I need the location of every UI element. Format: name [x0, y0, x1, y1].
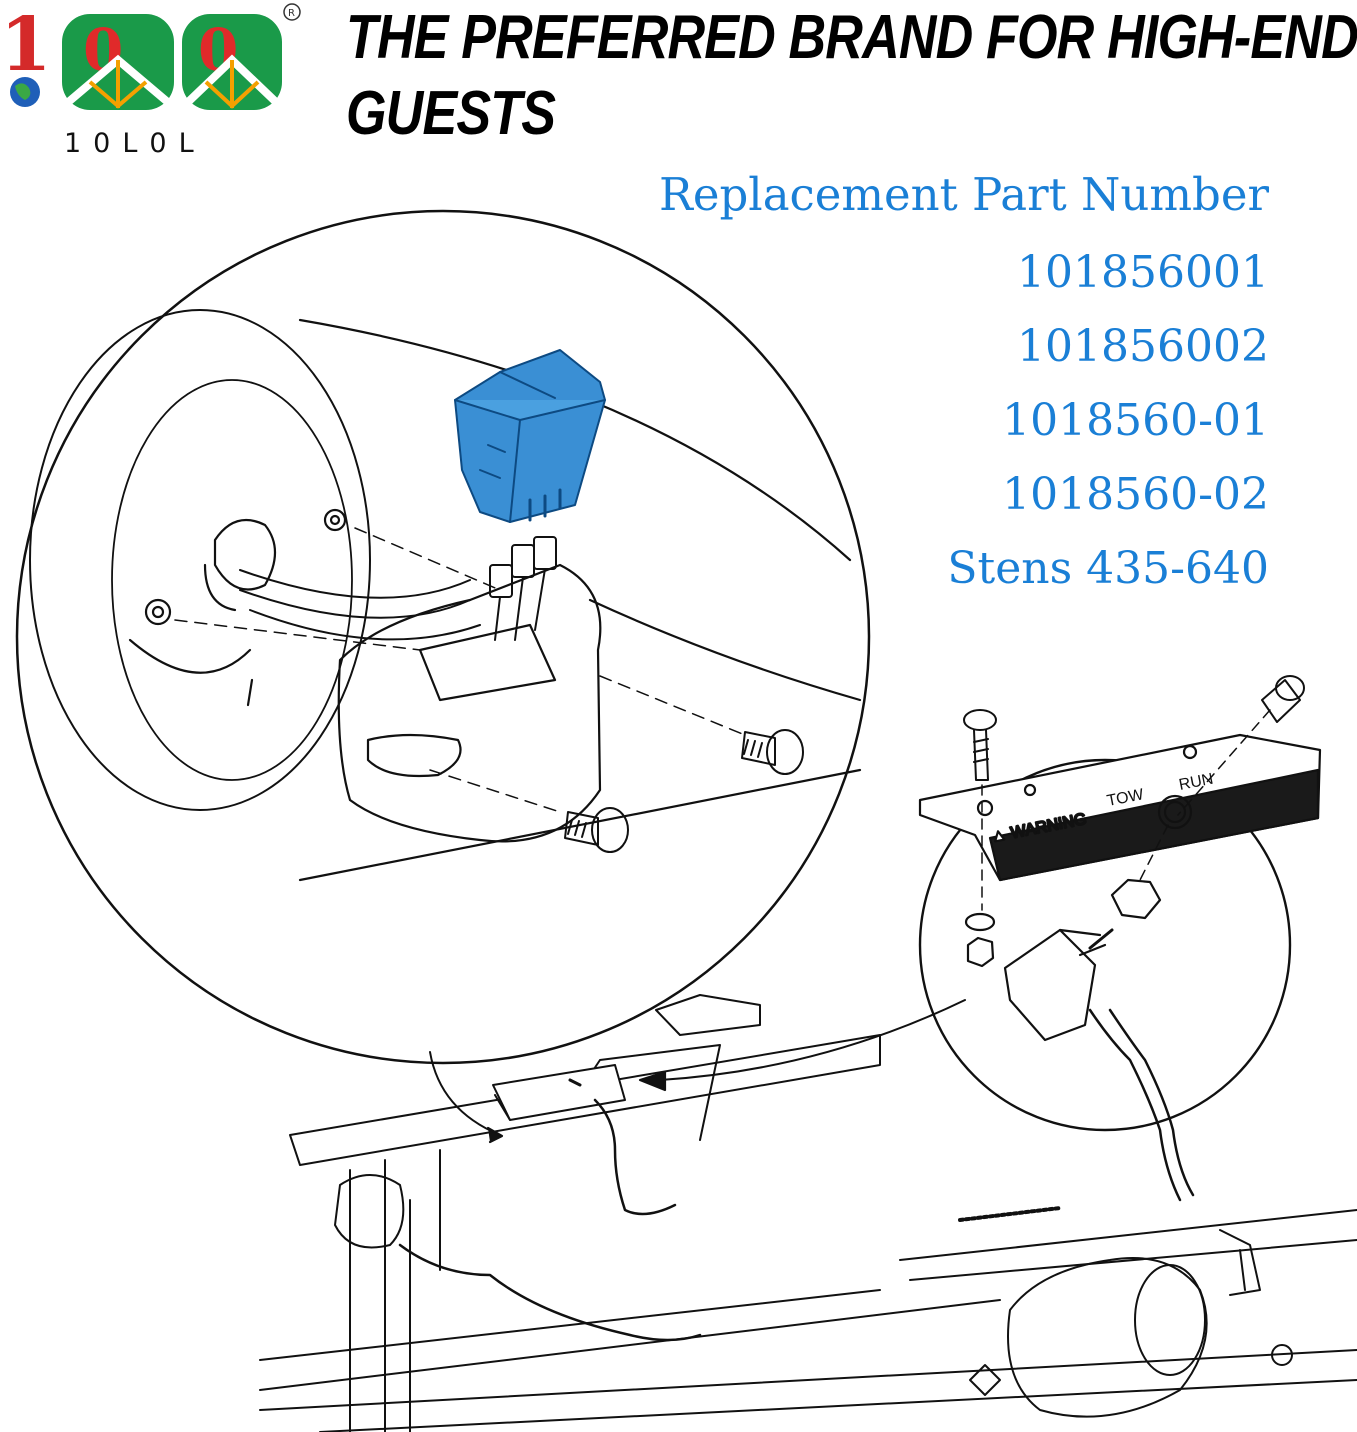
- logo-tile-2: 0: [182, 14, 282, 110]
- headline: THE PREFERRED BRAND FOR HIGH-END GUESTS: [346, 0, 1357, 152]
- part-number-4: 1018560-02: [1002, 469, 1269, 520]
- svg-text:R: R: [288, 8, 295, 19]
- screw-right: [741, 729, 804, 775]
- label-run: RUN: [1178, 771, 1215, 794]
- headline-line-2: GUESTS: [346, 79, 556, 148]
- part-numbers-title: Replacement Part Number: [658, 168, 1269, 221]
- magnified-view: [15, 209, 871, 1065]
- headline-line-1: THE PREFERRED BRAND FOR HIGH-END: [346, 3, 1357, 72]
- logo-tile-1: 0: [62, 14, 174, 110]
- inset-view: ▲ WARNING TOW RUN: [918, 675, 1322, 1202]
- label-tow: TOW: [1106, 786, 1146, 810]
- part-number-2: 101856002: [1017, 321, 1269, 372]
- part-numbers: Replacement Part Number 101856001 101856…: [659, 164, 1269, 606]
- logo-mark: 1 0 0 R: [0, 2, 301, 110]
- svg-text:1: 1: [0, 2, 52, 88]
- chassis: [259, 994, 1357, 1432]
- part-number-1: 101856001: [1017, 247, 1269, 298]
- part-number-5: Stens 435-640: [947, 543, 1269, 594]
- part-number-3: 1018560-01: [1002, 395, 1269, 446]
- brand-logo: 1 0 0 R 10L0L: [0, 0, 320, 170]
- screw-lower: [564, 807, 629, 853]
- rocker-switch: [454, 349, 606, 523]
- logo-text: 10L0L: [64, 128, 206, 159]
